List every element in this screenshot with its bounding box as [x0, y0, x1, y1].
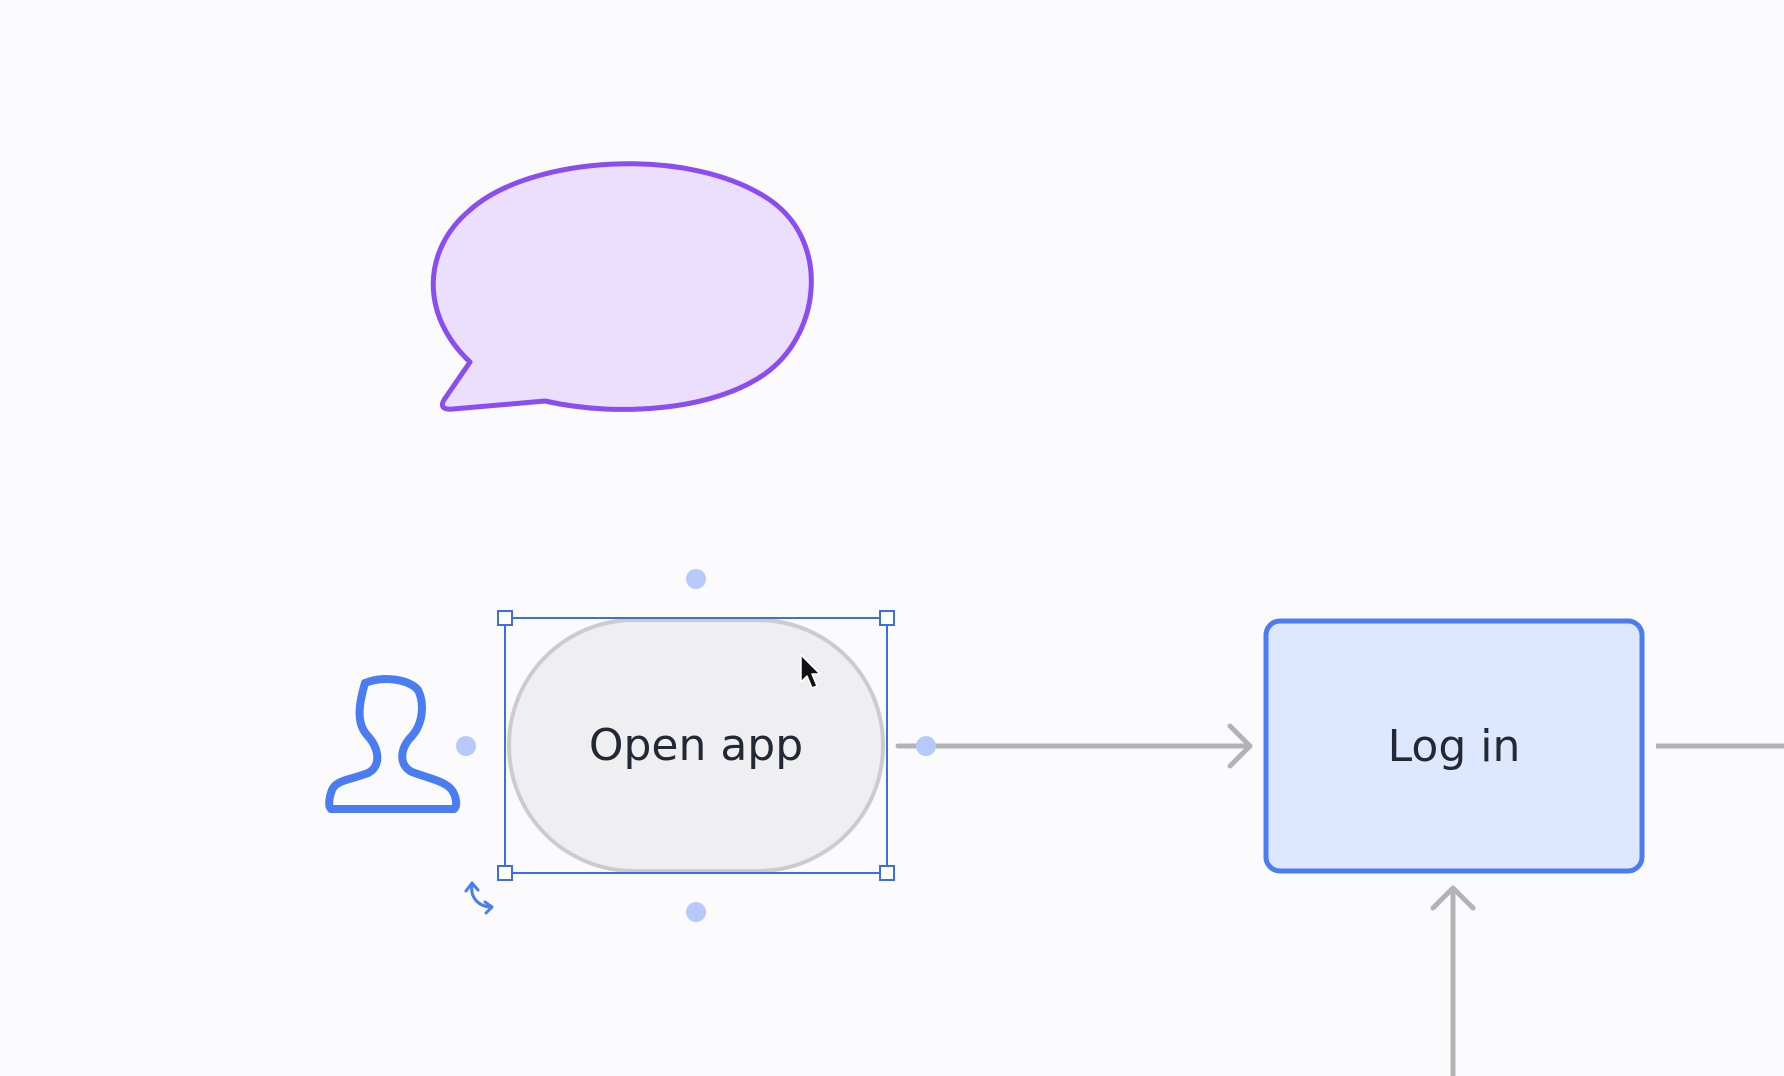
person-icon[interactable] [325, 675, 461, 813]
log-in-label: Log in [1387, 720, 1521, 772]
connector-open-app-to-log-in[interactable] [895, 723, 1253, 769]
speech-bubble-icon[interactable] [430, 161, 814, 412]
connector-into-log-in-bottom[interactable] [1430, 885, 1476, 1076]
connection-point-bottom[interactable] [686, 902, 706, 922]
open-app-shape[interactable] [507, 618, 885, 873]
log-in-shape[interactable] [1263, 618, 1645, 874]
connection-point-right[interactable] [916, 736, 936, 756]
rotate-icon[interactable] [464, 881, 494, 915]
resize-handle-top-right[interactable] [879, 610, 895, 626]
connection-point-left[interactable] [456, 736, 476, 756]
selection-box [504, 617, 888, 874]
resize-handle-bottom-left[interactable] [497, 865, 513, 881]
mouse-pointer-icon [800, 654, 821, 689]
resize-handle-bottom-right[interactable] [879, 865, 895, 881]
connection-point-top[interactable] [686, 569, 706, 589]
resize-handle-top-left[interactable] [497, 610, 513, 626]
open-app-label: Open app [588, 720, 804, 771]
